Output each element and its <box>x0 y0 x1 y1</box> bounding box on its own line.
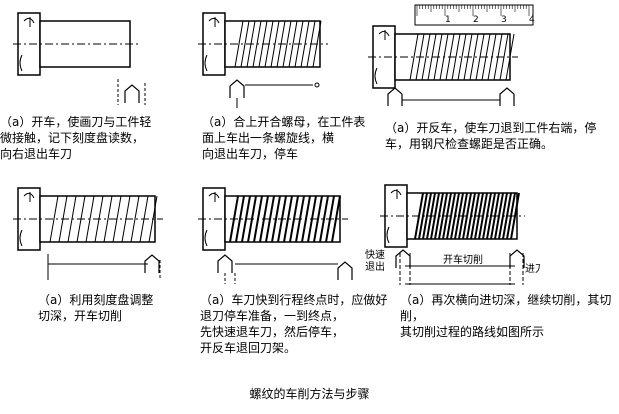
fast-exit-label: 快速 <box>365 249 385 261</box>
cutting-tool-icon <box>144 254 160 273</box>
ruler-label: 2 <box>473 15 479 25</box>
figure-step-1 <box>13 12 146 105</box>
thread-line <box>235 195 245 243</box>
cutting-tool-icon <box>395 249 411 268</box>
caption-step-5: （a）车刀快到行程终点时，应做好 退刀停车准备，一到终点， 先快速退车刀，然后停… <box>200 293 388 355</box>
rotation-arrow-icon <box>23 192 35 202</box>
thread-line <box>421 33 431 81</box>
cutting-tool-icon <box>217 254 233 273</box>
thread-line <box>130 195 140 243</box>
thread-line <box>438 192 448 240</box>
rotation-arrow-icon <box>390 189 402 199</box>
section-hatch <box>19 54 23 72</box>
ruler-label: 1 <box>445 15 451 25</box>
thread-line <box>319 195 329 243</box>
thread-line <box>234 20 244 68</box>
ruler-label: 3 <box>501 15 507 25</box>
thread-line <box>457 33 467 81</box>
fast-exit-label: 退出 <box>365 260 385 273</box>
thread-line <box>288 20 298 68</box>
cutting-tool-icon <box>509 249 525 268</box>
section-hatch <box>374 67 378 85</box>
figure-step-2 <box>198 12 328 108</box>
section-hatch <box>386 226 390 244</box>
figure-step-4 <box>13 187 163 280</box>
cutting-tool-icon <box>499 87 515 106</box>
thread-line <box>470 192 480 240</box>
thread-line <box>282 20 292 68</box>
figure-title: 螺纹的车削方法与步骤 <box>249 387 370 401</box>
rotation-arrow-icon <box>378 30 390 40</box>
rotation-arrow-icon <box>208 17 220 27</box>
cutting-tool-icon <box>337 261 353 280</box>
figure-step-6: 快速退出进刀开车切削开反车退回 <box>365 184 540 285</box>
thread-line <box>502 192 512 240</box>
steel-ruler <box>414 4 534 26</box>
cutting-tool-icon <box>124 84 140 103</box>
feed-label: 进刀 <box>525 263 540 275</box>
rotation-arrow-icon <box>23 17 35 27</box>
thread-line <box>331 195 341 243</box>
end-point <box>314 82 320 88</box>
thread-line <box>240 20 250 68</box>
thread-line <box>454 192 464 240</box>
thread-line <box>469 33 479 81</box>
thread-line <box>422 192 432 240</box>
cut-label: 开车切削 <box>443 253 483 266</box>
section-hatch <box>19 229 23 247</box>
figure-step-3: 1 2 3 4 <box>368 4 535 106</box>
caption-step-1: （a）开车，使画刀与工件轻 微接触，记下刻度盘读数， 向右退出车刀 <box>0 115 152 161</box>
thread-line <box>103 195 113 243</box>
thread-line <box>486 192 496 240</box>
thread-line <box>409 33 419 81</box>
caption-step-3: （a）开反车，使车刀退到工件右端，停 车，用钢尺检查螺距是否正确。 <box>385 121 597 151</box>
thread-line <box>283 195 293 243</box>
thread-line <box>505 33 515 81</box>
thread-line <box>49 195 59 243</box>
caption-step-6: （a）再次横向进切深，继续切削，其切削， 其切削过程的路线如图所示 <box>400 293 612 339</box>
caption-step-2: （a）合上开合螺母，在工件表 面上车出一条螺旋线，横 向退出车刀，停车 <box>202 115 366 161</box>
ruler-label: 4 <box>529 15 535 25</box>
section-hatch <box>204 229 208 247</box>
section-hatch <box>204 54 208 72</box>
thread-line <box>271 195 281 243</box>
rotation-arrow-icon <box>208 192 220 202</box>
figure-step-5 <box>198 187 353 284</box>
cutting-tool-icon <box>229 79 245 98</box>
cutting-tool-icon <box>387 87 403 106</box>
caption-step-4: （a）利用刻度盘调整 切深，开车切削 <box>38 293 154 323</box>
